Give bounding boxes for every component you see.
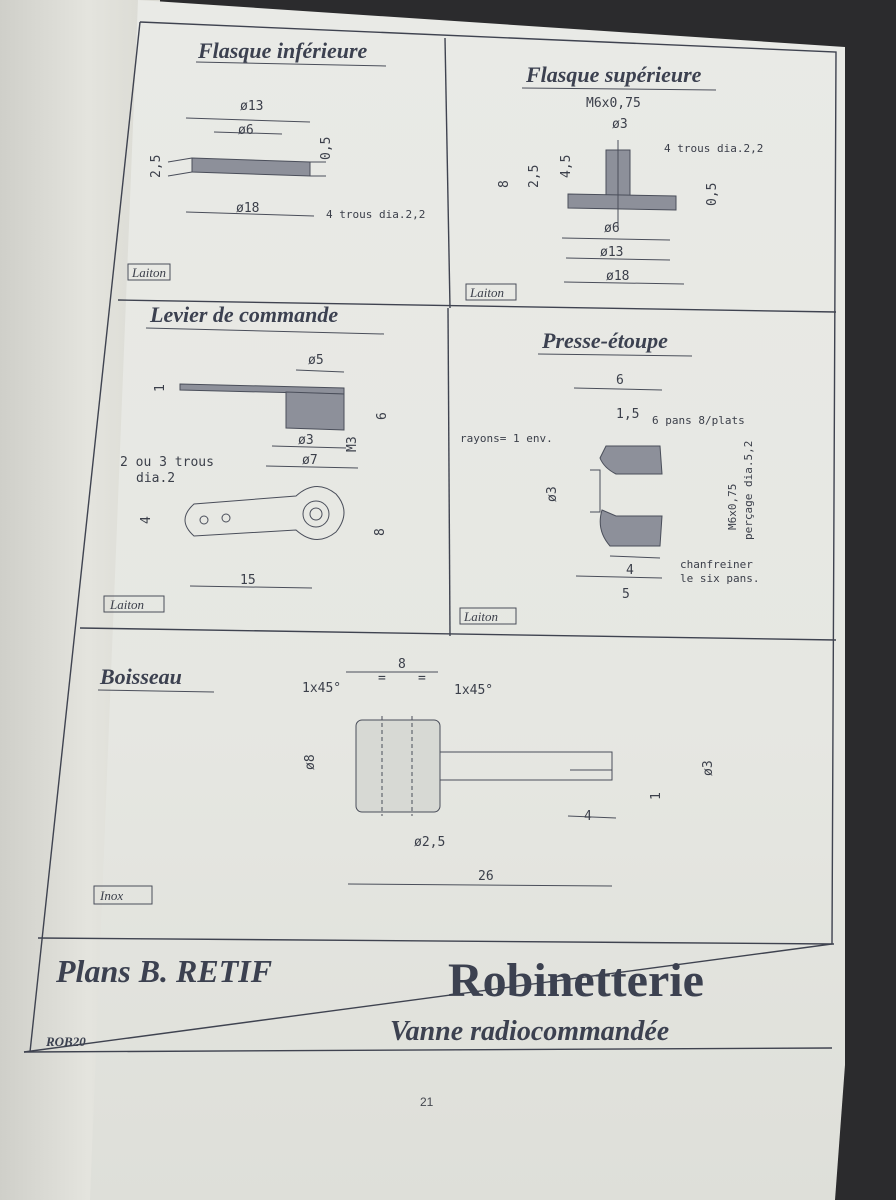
chanfrein-note-line1: chanfreiner [680,558,753,571]
page-number: 21 [420,1095,434,1109]
material-label: Laiton [469,285,504,300]
section-presse-etoupe: Presse-étoupe 6 1,5 6 pans 8/plats rayon… [459,328,759,625]
dim-d3: ø3 [612,117,628,132]
dim-w4: 4 [139,516,154,524]
section-flasque-superieure: Flasque supérieure M6x0,75 ø3 4 trous di… [465,62,763,301]
dim-h1: 1 [153,384,168,392]
section-title: Presse-étoupe [541,328,668,353]
dim-d18: ø18 [606,269,629,284]
dim-d3: ø3 [298,433,314,448]
author-label: Plans B. RETIF [55,953,272,989]
dim-w4: 4 [584,809,592,824]
section-levier-de-commande: Levier de commande ø5 1 6 ø3 M3 ø7 2 ou … [103,302,390,613]
section-title: Levier de commande [149,302,338,327]
dim-w15: 1,5 [616,407,639,422]
dim-l15: 15 [240,573,256,588]
dim-w5: 5 [622,587,630,602]
rayons-note: rayons= 1 env. [460,432,553,445]
material-label: Laiton [131,265,166,280]
dim-equal-right: = [418,671,426,686]
dim-h05: 0,5 [319,137,334,160]
reference-code: ROB20 [45,1034,86,1049]
dim-chamfer-right: 1x45° [454,683,493,698]
material-label: Laiton [463,609,498,624]
dim-d3: ø3 [701,760,716,776]
dim-d13: ø13 [240,99,263,114]
dim-thread: M6x0,75 [586,96,641,111]
dim-w4: 4 [626,563,634,578]
section-boisseau: Boisseau 8 = = 1x45° 1x45° ø8 ø3 1 4 ø2,… [93,657,716,905]
dim-h6: 6 [375,412,390,420]
dim-d6: ø6 [238,123,254,138]
sheet-frame [23,21,837,1053]
dim-d13: ø13 [600,245,623,260]
dim-m3: M3 [345,436,360,452]
dim-d18: ø18 [236,201,259,216]
holes-note: 2 ou 3 trous [120,455,214,470]
dim-w8: 8 [373,528,388,536]
material-label: Inox [99,888,123,903]
dim-h05: 0,5 [705,183,720,206]
holes-note: 4 trous dia.2,2 [664,142,763,155]
dim-d8: ø8 [303,754,318,770]
dim-w8: 8 [398,657,406,672]
dim-d6: ø6 [604,221,620,236]
subtitle: Vanne radiocommandée [390,1016,669,1047]
dim-h25: 2,5 [527,165,542,188]
holes-dia-note: dia.2 [136,471,175,486]
title-block: Plans B. RETIF Robinetterie Vanne radioc… [45,953,704,1049]
chanfrein-note-line2: le six pans. [680,572,759,585]
dim-d5: ø5 [308,353,324,368]
dim-h45: 4,5 [559,155,574,178]
dim-thread: M6x0,75 [726,484,739,530]
dim-w6: 6 [616,373,624,388]
dim-h8: 8 [497,180,512,188]
dim-d3: ø3 [545,486,560,502]
pans-note: 6 pans 8/plats [652,414,745,427]
dim-h25: 2,5 [149,155,164,178]
document-page [90,0,845,1200]
dim-h1: 1 [649,792,664,800]
main-title: Robinetterie [448,954,704,1007]
dim-chamfer-left: 1x45° [302,681,341,696]
dim-d7: ø7 [302,453,318,468]
holes-note: 4 trous dia.2,2 [326,208,425,221]
section-title: Boisseau [99,664,182,689]
section-title: Flasque inférieure [197,38,368,63]
dim-equal-left: = [378,671,386,686]
percage-note: perçage dia.5,2 [742,441,755,540]
dim-d25: ø2,5 [414,835,445,850]
material-label: Laiton [109,597,144,612]
section-flasque-inferieure: Flasque inférieure ø13 ø6 ø18 2,5 0,5 4 … [127,38,425,281]
dim-l26: 26 [478,869,494,884]
section-title: Flasque supérieure [525,62,702,87]
